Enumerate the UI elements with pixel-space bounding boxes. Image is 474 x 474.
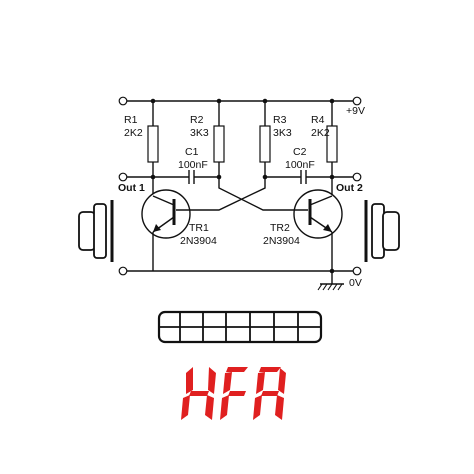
tr1-name: TR1 [189, 222, 209, 234]
capacitor-c1[interactable] [188, 170, 219, 184]
logo-segment [205, 395, 214, 420]
tr1-part: 2N3904 [180, 235, 217, 247]
hfr-logo [181, 367, 286, 420]
capacitor-c2[interactable] [265, 170, 307, 184]
r2-name: R2 [190, 114, 204, 126]
cross-coupling [212, 177, 271, 211]
out1-line [118, 172, 189, 196]
r1-value: 2K2 [124, 127, 143, 139]
logo-segment [226, 367, 248, 372]
logo-segment [261, 391, 279, 396]
tr2-name: TR2 [270, 222, 290, 234]
ground-rail [118, 266, 362, 291]
supply-right-terminal[interactable] [352, 96, 362, 106]
logo-segment [181, 395, 190, 420]
ground-right-terminal[interactable] [352, 266, 362, 276]
logo-segment [275, 395, 284, 420]
out2-line [306, 172, 362, 182]
ground-symbol [317, 271, 344, 291]
logo-segment [223, 372, 232, 394]
transistor-tr1[interactable] [141, 189, 212, 271]
left-switch[interactable] [78, 200, 114, 262]
logo-segment [208, 367, 216, 394]
logo-segment [259, 367, 281, 372]
logo-segment [256, 372, 265, 394]
r4-name: R4 [311, 114, 325, 126]
logo-segment [220, 395, 229, 420]
right-switch[interactable] [364, 200, 400, 262]
resistor-r2[interactable] [213, 101, 225, 177]
r1-name: R1 [124, 114, 138, 126]
logo-segment [253, 395, 262, 420]
logo-segment [189, 391, 209, 396]
out1-terminal[interactable] [118, 172, 128, 182]
ground-label: 0V [349, 277, 362, 289]
out2-terminal[interactable] [352, 172, 362, 182]
ground-left-terminal[interactable] [118, 266, 128, 276]
supply-left-terminal[interactable] [118, 96, 128, 106]
logo-segment [186, 367, 193, 394]
r3-name: R3 [273, 114, 287, 126]
resistor-r1[interactable] [147, 101, 159, 177]
c2-value: 100nF [285, 159, 315, 171]
c1-value: 100nF [178, 159, 208, 171]
supply-label: +9V [346, 105, 365, 117]
logo-segment [278, 368, 286, 394]
logo-segment [228, 391, 246, 396]
supply-rail [118, 96, 362, 106]
c1-name: C1 [185, 146, 199, 158]
r4-value: 2K2 [311, 127, 330, 139]
out1-label: Out 1 [118, 182, 145, 194]
r3-value: 3K3 [273, 127, 292, 139]
transistor-tr2[interactable] [271, 189, 343, 271]
out2-label: Out 2 [336, 182, 363, 194]
resistor-r3[interactable] [259, 101, 271, 177]
tr2-part: 2N3904 [263, 235, 300, 247]
r2-value: 3K3 [190, 127, 209, 139]
segment-button-bar[interactable] [157, 310, 323, 344]
c2-name: C2 [293, 146, 307, 158]
